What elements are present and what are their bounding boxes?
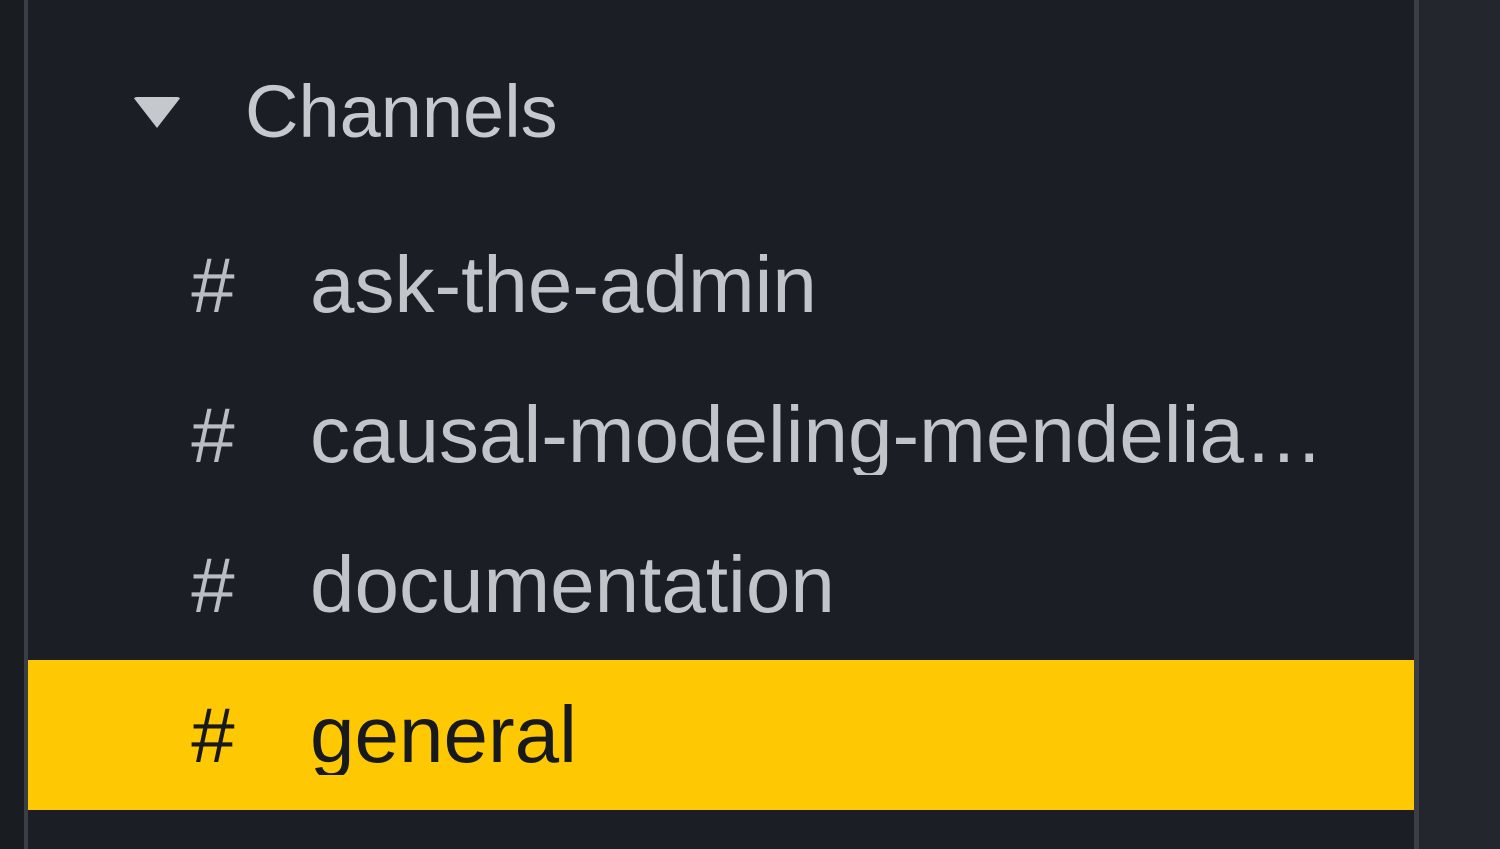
channel-name: causal-modeling-mendelia… (310, 395, 1324, 475)
hash-icon: # (191, 691, 235, 779)
sidebar-left-border (24, 0, 28, 849)
hash-icon: # (191, 241, 235, 329)
channel-list: # ask-the-admin # causal-modeling-mendel… (28, 210, 1414, 810)
chevron-down-icon (133, 96, 181, 128)
channels-sidebar: Channels # ask-the-admin # causal-modeli… (28, 0, 1414, 849)
left-gutter (0, 0, 24, 849)
channel-row-causal-modeling[interactable]: # causal-modeling-mendelia… (28, 360, 1414, 510)
channel-row-ask-the-admin[interactable]: # ask-the-admin (28, 210, 1414, 360)
hash-icon: # (191, 541, 235, 629)
channels-section-title: Channels (245, 70, 558, 153)
channel-row-general[interactable]: # general (28, 660, 1414, 810)
main-content-pane (1419, 0, 1500, 849)
channels-section-header[interactable]: Channels (28, 37, 1414, 187)
hash-icon: # (191, 391, 235, 479)
channel-name: general (310, 695, 577, 775)
channel-name: documentation (310, 545, 835, 625)
channel-row-documentation[interactable]: # documentation (28, 510, 1414, 660)
channel-name: ask-the-admin (310, 245, 817, 325)
sidebar-right-border (1414, 0, 1419, 849)
